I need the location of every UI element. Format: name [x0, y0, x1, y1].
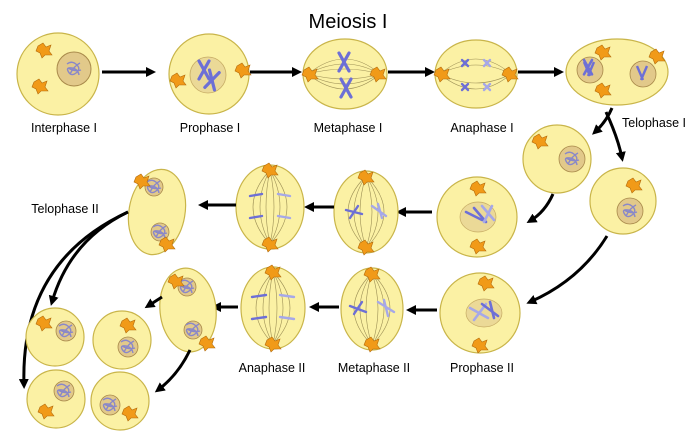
arrow-icon	[526, 193, 555, 224]
cell-prophase-1	[168, 33, 252, 115]
cell-telophase-2-upper	[127, 168, 187, 256]
label-interphase-1: Interphase I	[31, 121, 97, 135]
cell-telophase-2-lower	[159, 267, 217, 353]
label-prophase-2: Prophase II	[450, 361, 514, 375]
cell-anaphase-1	[433, 39, 519, 109]
cell-final-1	[25, 307, 85, 367]
arrow-icon	[144, 295, 163, 309]
cell-anaphase-2-lower	[240, 264, 306, 353]
cell-final-3	[26, 369, 86, 429]
cell-telophase-1	[565, 38, 669, 106]
cell-final-4	[90, 371, 150, 431]
cell-daughter-b	[589, 167, 657, 235]
cell-daughter-a	[522, 124, 592, 194]
cell-metaphase-2-lower	[340, 266, 404, 353]
label-anaphase-1: Anaphase I	[450, 121, 513, 135]
arrow-icon	[592, 107, 614, 135]
cell-prophase-2-lower	[439, 272, 521, 354]
arrow-icon	[526, 235, 609, 305]
label-metaphase-1: Metaphase I	[314, 121, 383, 135]
cell-final-2	[92, 310, 152, 370]
cell-interphase-1	[16, 32, 100, 116]
label-telophase-2: Telophase II	[31, 202, 98, 216]
diagram-title: Meiosis I	[309, 11, 388, 33]
arrow-icon	[18, 210, 129, 389]
arrow-icon	[154, 349, 192, 393]
cell-metaphase-2-upper	[333, 169, 399, 256]
arrow-icon	[604, 111, 626, 162]
label-prophase-1: Prophase I	[180, 121, 240, 135]
cell-metaphase-1	[301, 38, 388, 110]
label-anaphase-2: Anaphase II	[239, 361, 306, 375]
label-metaphase-2: Metaphase II	[338, 361, 410, 375]
label-telophase-1: Telophase I	[622, 116, 686, 130]
cell-prophase-2-upper	[436, 176, 518, 258]
cell-anaphase-2-upper	[235, 162, 305, 253]
